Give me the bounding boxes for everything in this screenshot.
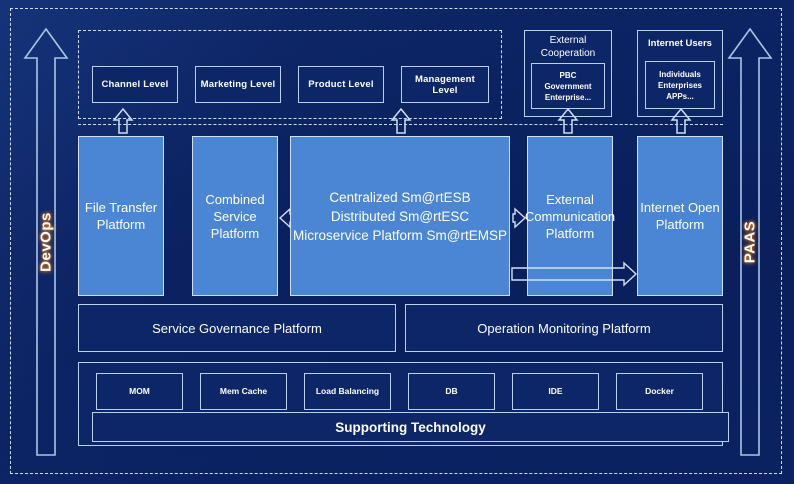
level-label-channel: Channel Level bbox=[101, 79, 169, 90]
devops-arrow: DevOps bbox=[22, 26, 70, 458]
level-label-management: Management Level bbox=[414, 73, 476, 96]
up-arrow-file-transfer bbox=[112, 107, 134, 134]
platform-label-combined-service: Combined Service Platform bbox=[205, 191, 265, 241]
internet-users-title: Internet Users bbox=[648, 38, 712, 49]
internet-users-items: Individuals Enterprises APPs... bbox=[657, 69, 703, 101]
platform-label-distributed: Distributed Sm@rtESC bbox=[330, 208, 470, 224]
paas-label: PAAS bbox=[741, 220, 759, 264]
governance-operation-monitoring[interactable]: Operation Monitoring Platform bbox=[405, 304, 723, 352]
external-cooperation-title: External Cooperation bbox=[540, 35, 596, 59]
tech-box-ide[interactable]: IDE bbox=[512, 373, 599, 410]
tech-label-db: DB bbox=[445, 386, 458, 396]
governance-label-service: Service Governance Platform bbox=[152, 320, 322, 336]
devops-arrow-shape bbox=[23, 27, 69, 456]
level-box-management[interactable]: Management Level bbox=[401, 66, 489, 103]
devops-label: DevOps bbox=[37, 212, 55, 272]
level-box-channel[interactable]: Channel Level bbox=[92, 66, 178, 103]
platform-label-microservice: Microservice Platform Sm@rtEMSP bbox=[293, 227, 507, 243]
level-label-product: Product Level bbox=[308, 79, 374, 90]
up-arrow-central-platform bbox=[390, 107, 412, 134]
platform-label-external-communication: External Communication Platform bbox=[524, 191, 616, 241]
arrow-central-to-external-comm bbox=[512, 207, 527, 229]
platform-file-transfer[interactable]: File Transfer Platform bbox=[78, 136, 164, 296]
level-label-marketing: Marketing Level bbox=[200, 79, 276, 90]
level-box-marketing[interactable]: Marketing Level bbox=[195, 66, 281, 103]
tech-box-db[interactable]: DB bbox=[408, 373, 495, 410]
outer-dashed-frame bbox=[10, 8, 782, 474]
tech-box-mem-cache[interactable]: Mem Cache bbox=[200, 373, 287, 410]
internet-users-items-box[interactable]: Individuals Enterprises APPs... bbox=[645, 61, 715, 109]
platform-label-centralized: Centralized Sm@rtESB bbox=[329, 189, 471, 205]
consumer-levels-container bbox=[78, 30, 502, 119]
platform-internet-open[interactable]: Internet Open Platform bbox=[637, 136, 723, 296]
platform-label-internet-open: Internet Open Platform bbox=[640, 200, 720, 232]
paas-arrow: PAAS bbox=[726, 26, 774, 458]
supporting-technology-bar[interactable]: Supporting Technology bbox=[92, 412, 729, 442]
tech-box-docker[interactable]: Docker bbox=[616, 373, 703, 410]
tech-label-mem-cache: Mem Cache bbox=[219, 386, 268, 396]
governance-label-operation: Operation Monitoring Platform bbox=[477, 320, 651, 336]
tech-label-mom: MOM bbox=[129, 386, 150, 396]
external-cooperation-items-box[interactable]: PBC Government Enterprise... bbox=[531, 63, 605, 109]
up-arrow-internet-open bbox=[670, 107, 692, 134]
platform-central-esb[interactable]: Centralized Sm@rtESB Distributed Sm@rtES… bbox=[290, 136, 510, 296]
tech-label-ide: IDE bbox=[548, 386, 563, 396]
level-box-product[interactable]: Product Level bbox=[298, 66, 384, 103]
tech-label-docker: Docker bbox=[645, 386, 674, 396]
supporting-technology-label: Supporting Technology bbox=[335, 419, 486, 435]
tech-box-load-balancing[interactable]: Load Balancing bbox=[304, 373, 391, 410]
arrow-central-to-internet-open bbox=[511, 261, 638, 287]
platform-label-file-transfer: File Transfer Platform bbox=[84, 200, 158, 232]
external-cooperation-items: PBC Government Enterprise... bbox=[544, 70, 592, 102]
platform-combined-service[interactable]: Combined Service Platform bbox=[192, 136, 278, 296]
governance-service-platform[interactable]: Service Governance Platform bbox=[78, 304, 396, 352]
platform-boundary-dashed-line bbox=[78, 124, 723, 125]
up-arrow-external-communication bbox=[557, 107, 579, 134]
platform-external-communication[interactable]: External Communication Platform bbox=[524, 136, 616, 296]
tech-box-mom[interactable]: MOM bbox=[96, 373, 183, 410]
paas-arrow-shape bbox=[727, 27, 773, 456]
tech-label-load-balancing: Load Balancing bbox=[315, 386, 380, 396]
